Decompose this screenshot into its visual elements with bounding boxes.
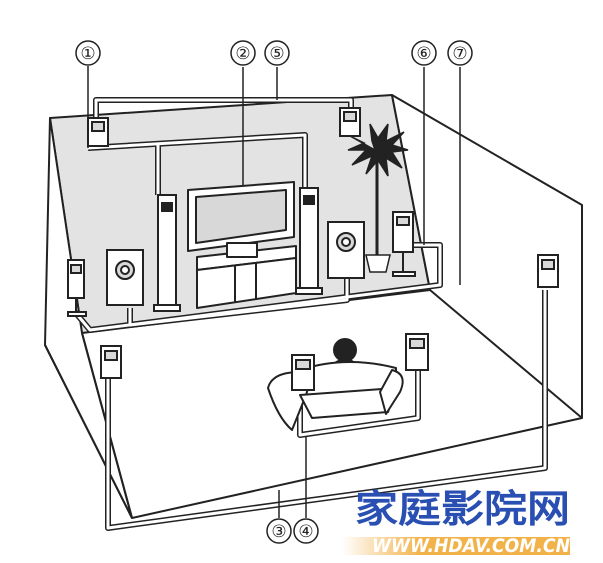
center-speaker [226,242,258,258]
callout-7: ⑦ [452,44,467,64]
callout-5: ⑤ [269,44,284,64]
callout-3: ③ [271,522,286,542]
rear-left-speaker [291,354,315,391]
callout-labels: ① ② ⑤ ⑥ ⑦ ③ ④ [75,40,473,544]
palm-leaves [347,123,409,177]
surround-right-speaker [537,254,559,288]
callout-4: ④ [298,522,313,542]
watermark-url-band [342,537,570,555]
subwoofer-right [327,221,365,279]
palm-plant [347,123,409,273]
callout-6: ⑥ [416,44,431,64]
watermark-brand: 家庭影院网 [355,487,570,531]
front-left-small-speaker [67,259,87,317]
top-right-speaker [339,107,361,137]
watermark: 家庭影院网 WWW.HDAV.COM.CN [342,487,570,557]
sofa [267,361,404,431]
left-wall-bottom [44,344,133,519]
sofa-right-arm [379,369,404,415]
tv-screen [195,189,287,244]
plant-pot [365,254,391,273]
top-left-speaker [87,117,109,147]
floor-edge-front [131,417,583,519]
rear-right-speaker [405,333,429,371]
speaker-cables-inner [73,98,547,530]
subwoofer-left [106,249,144,306]
front-left-tower [153,194,181,312]
front-right-tower [295,187,323,295]
front-right-small-speaker [392,211,416,277]
callout-1: ① [80,44,95,64]
surround-left-speaker [100,345,122,379]
callout-leaders [87,66,461,518]
watermark-url: WWW.HDAV.COM.CN [372,535,570,557]
callout-2: ② [235,44,250,64]
